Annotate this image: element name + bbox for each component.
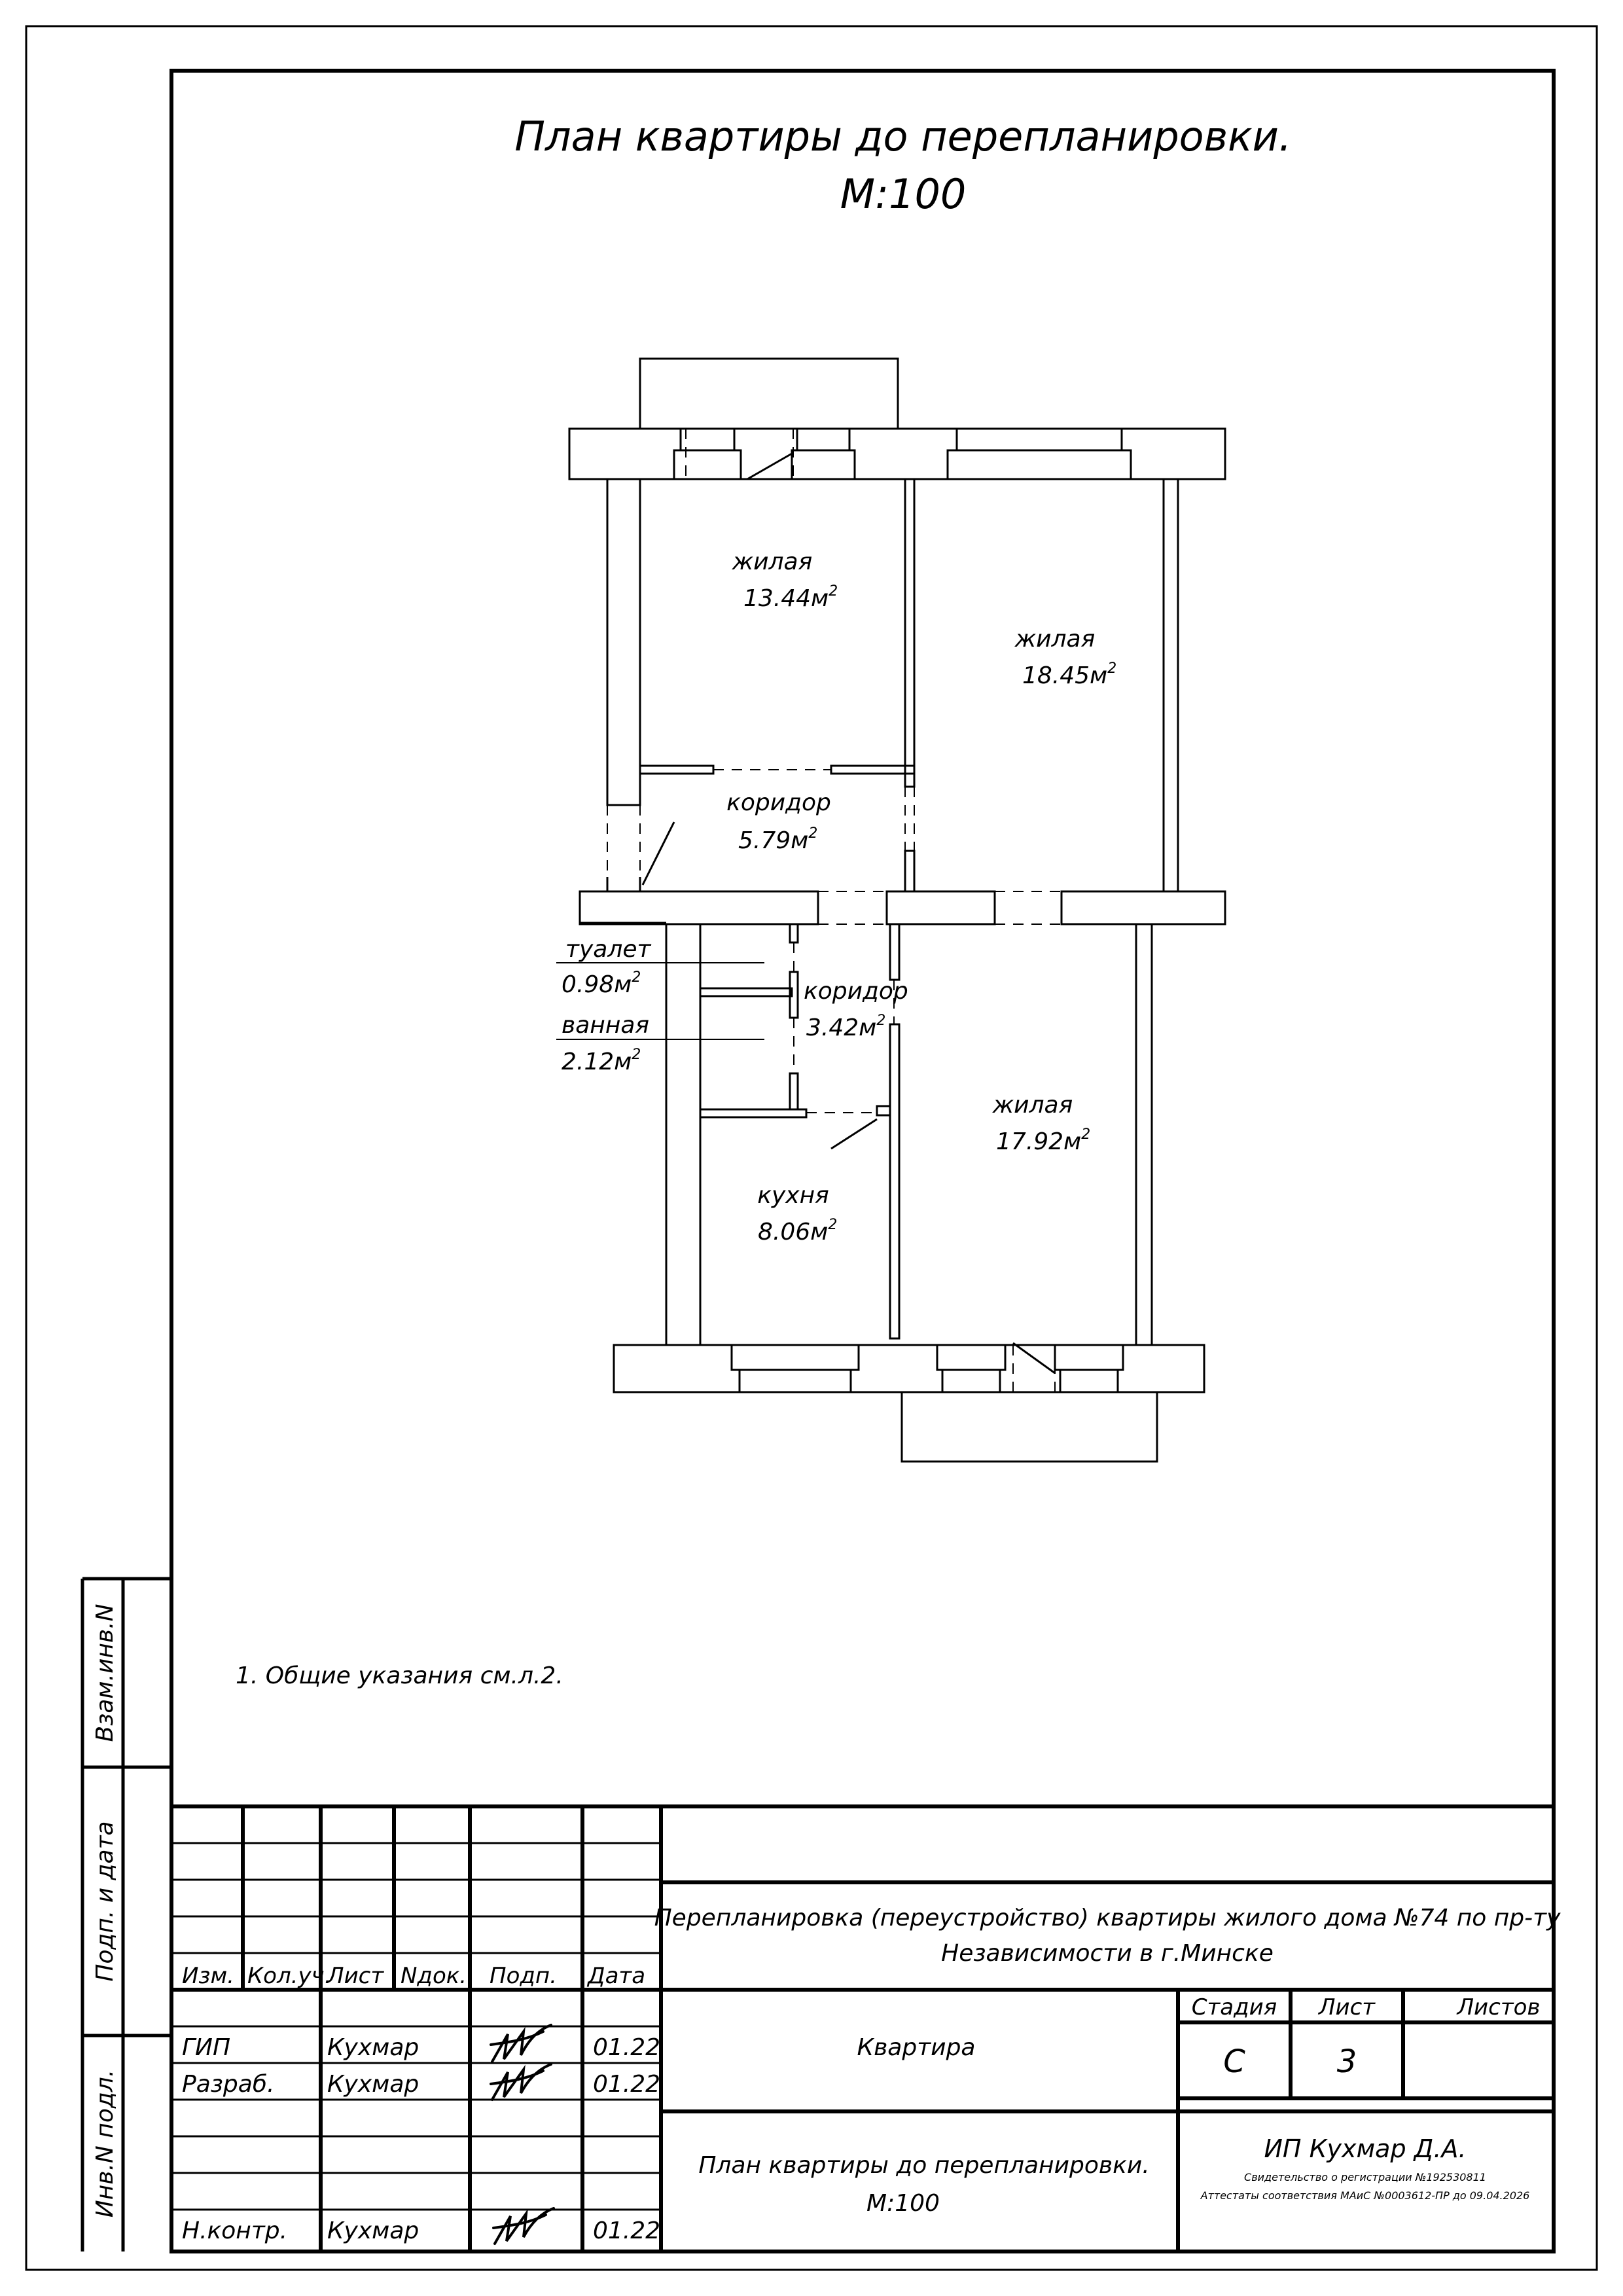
floor-plan — [568, 357, 1226, 1463]
tb-sheet-label: Лист — [1317, 1994, 1376, 2020]
tb-sheet-title-line2: М:100 — [866, 2190, 940, 2217]
tb-row1-role: ГИП — [182, 2034, 230, 2061]
room-corridor1-area: 5.79м2 — [738, 825, 817, 854]
tb-row1-name: Кухмар — [327, 2034, 419, 2061]
door-balcony-top-sill — [791, 449, 856, 480]
room-bath-area: 2.12м2 — [562, 1047, 641, 1075]
drawing-title-line1: План квартиры до перепланировки. — [514, 113, 1291, 160]
mid-wall-right — [1060, 890, 1226, 925]
room-corridor2-name: коридор — [804, 978, 908, 1005]
door-swing-kitchen — [830, 1118, 878, 1150]
tb-header-list: Лист — [326, 1963, 384, 1989]
opening-lines — [607, 429, 1061, 1392]
tb-org-certificates: Аттестаты соответствия МАиС №0003612-ПР … — [1200, 2189, 1530, 2202]
door-swing-left — [641, 821, 675, 886]
general-note: 1. Общие указания см.л.2. — [236, 1662, 563, 1689]
tb-project-line2: Независимости в г.Минске — [941, 1940, 1274, 1967]
window-bottom-3-sill — [1054, 1344, 1124, 1371]
tb-header-ndok: Nдок. — [401, 1963, 467, 1989]
tb-row3-date: 01.22 — [593, 2217, 660, 2244]
tb-org-registration: Свидетельство о регистрации №192530811 — [1244, 2171, 1486, 2183]
tb-stage-label: Стадия — [1192, 1994, 1277, 2020]
partition-toilet-bath — [699, 987, 793, 997]
corridor-stub — [904, 850, 916, 893]
room-living1-area: 13.44м2 — [743, 583, 838, 612]
room-living3: жилая 17.92м2 — [992, 1092, 1091, 1155]
window-bottom-2-sill — [936, 1344, 1007, 1371]
signature-1 — [490, 2024, 552, 2063]
room-toilet: туалет 0.98м2 — [562, 936, 651, 998]
side-stamp-podp: Подп. и дата — [92, 1821, 118, 1981]
tb-stage-value: С — [1223, 2043, 1245, 2080]
room-corridor2: коридор 3.42м2 — [804, 978, 908, 1041]
tb-object-name: Квартира — [857, 2034, 976, 2061]
side-stamp — [80, 1577, 171, 2251]
tb-header-podp: Подп. — [490, 1963, 557, 1989]
outer-frame — [25, 25, 1598, 2271]
room-kitchen-area: 8.06м2 — [758, 1217, 837, 1246]
signature-3 — [492, 2207, 555, 2245]
window-top-1-sill — [673, 449, 742, 480]
window-top-2-sill — [946, 449, 1132, 480]
room-kitchen: кухня 8.06м2 — [757, 1182, 837, 1246]
room-bath: ванная 2.12м2 — [562, 1012, 649, 1075]
door-swing-top — [747, 452, 793, 480]
room-kitchen-name: кухня — [757, 1182, 829, 1209]
room-toilet-area: 0.98м2 — [562, 969, 641, 998]
room-corridor2-area: 3.42м2 — [806, 1013, 885, 1041]
room-bath-name: ванная — [562, 1012, 649, 1039]
room-living1: жилая 13.44м2 — [732, 548, 838, 612]
tb-row3-role: Н.контр. — [182, 2217, 287, 2244]
left-wall-upper — [606, 479, 641, 806]
room-living3-area: 17.92м2 — [996, 1126, 1090, 1155]
room-corridor1: коридор 5.79м2 — [726, 789, 831, 854]
mid-wall-center — [885, 890, 996, 925]
room-living1-name: жилая — [732, 548, 813, 575]
balcony-bottom — [901, 1392, 1158, 1463]
tb-row2-date: 01.22 — [593, 2071, 660, 2098]
window-bottom-1-sill — [730, 1344, 860, 1371]
side-stamp-inv: Инв.N подл. — [92, 2070, 118, 2217]
room-living2: жилая 18.45м2 — [1014, 626, 1117, 689]
room-living3-name: жилая — [992, 1092, 1073, 1119]
mid-wall-left — [579, 890, 819, 925]
top-wall — [568, 427, 1226, 480]
tb-sheet-value: 3 — [1337, 2043, 1357, 2080]
balcony-top — [639, 357, 899, 429]
drawing-title-line2: М:100 — [840, 170, 967, 218]
tb-org-name: ИП Кухмар Д.А. — [1264, 2134, 1466, 2163]
signature-2 — [490, 2063, 552, 2101]
side-stamp-vzam: Взам.инв.N — [92, 1604, 118, 1742]
tb-sheets-label: Листов — [1455, 1994, 1540, 2020]
tb-header-date: Дата — [586, 1963, 645, 1989]
tb-row3-name: Кухмар — [327, 2217, 419, 2244]
tb-project-line1: Перепланировка (переустройство) квартиры… — [654, 1905, 1561, 1931]
title-block-grid — [171, 1804, 1554, 2251]
partition-living — [904, 478, 916, 788]
bottom-wall — [613, 1344, 1205, 1393]
tb-row1-date: 01.22 — [593, 2034, 660, 2061]
tb-row2-name: Кухмар — [327, 2071, 419, 2098]
tb-header-kol: Кол.уч. — [247, 1963, 332, 1989]
tb-row2-role: Разраб. — [182, 2071, 274, 2098]
room-living2-area: 18.45м2 — [1022, 660, 1116, 689]
room-living2-name: жилая — [1014, 626, 1096, 653]
tb-sheet-title-line1: План квартиры до перепланировки. — [698, 2152, 1149, 2179]
door-swing-bottom — [1012, 1342, 1056, 1374]
room-corridor1-name: коридор — [726, 789, 831, 816]
inner-frame — [169, 69, 1556, 2253]
room-toilet-name: туалет — [565, 936, 651, 963]
tb-header-izm: Изм. — [182, 1963, 234, 1989]
